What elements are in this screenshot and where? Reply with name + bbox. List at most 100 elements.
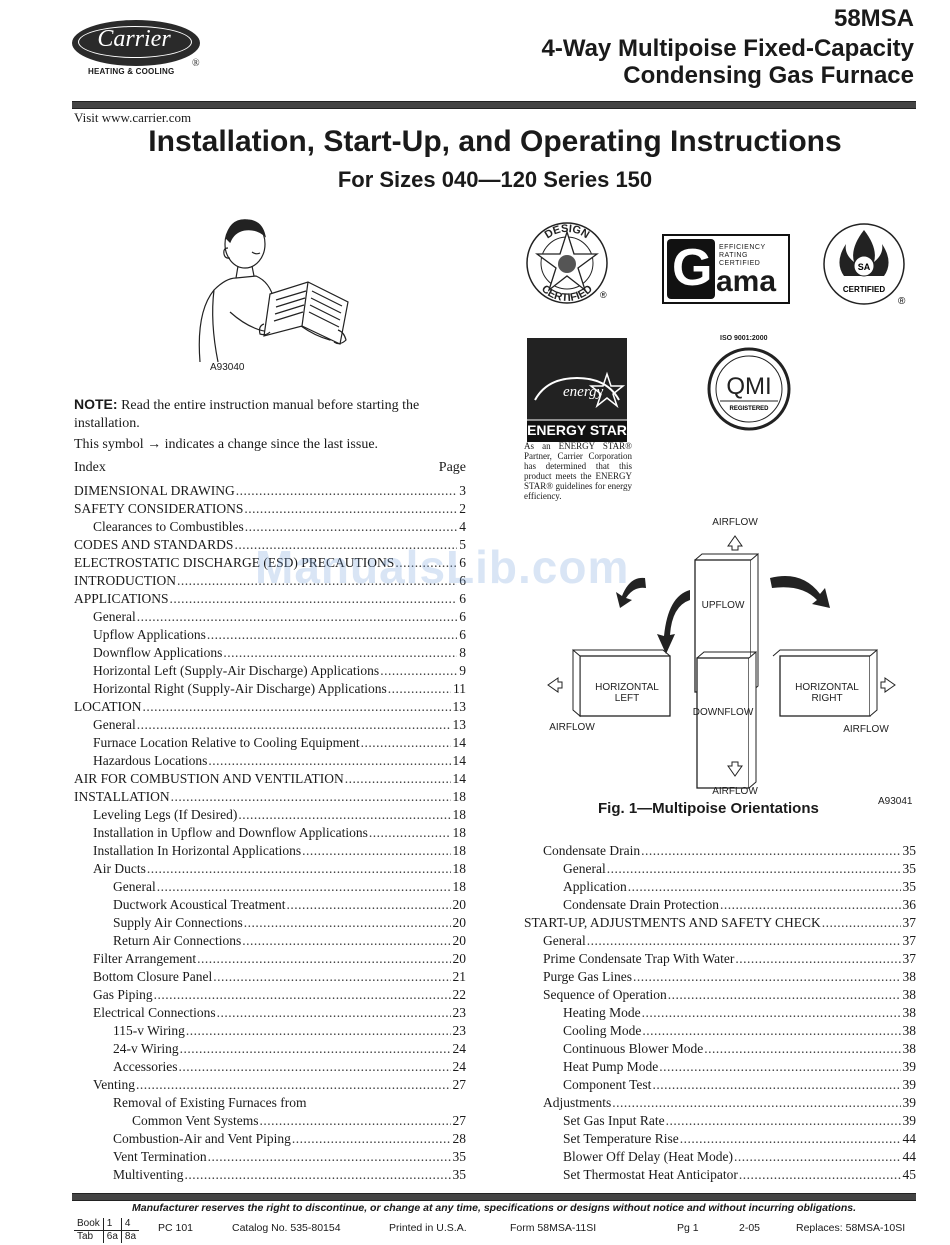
footer-form: Form 58MSA-11SI [510, 1222, 597, 1234]
toc-entry[interactable]: Bottom Closure Panel 21 [74, 968, 466, 986]
logo-brand: Carrier [97, 26, 171, 52]
toc-entry[interactable]: AIR FOR COMBUSTION AND VENTILATION14 [74, 770, 466, 788]
toc-entry[interactable]: Accessories24 [74, 1058, 466, 1076]
toc-entry[interactable]: ELECTROSTATIC DISCHARGE (ESD) PRECAUTION… [74, 554, 466, 572]
toc-entry[interactable]: Adjustments39 [524, 1094, 916, 1112]
toc-entry[interactable]: 115-v Wiring23 [74, 1022, 466, 1040]
toc-entry-title: Bottom Closure Panel [93, 969, 213, 984]
toc-entry-page: 22 [452, 987, 467, 1002]
rotate-left-arrow [616, 577, 646, 608]
model-number: 58MSA [833, 5, 914, 32]
toc-entry[interactable]: Vent Termination 35 [74, 1148, 466, 1166]
toc-entry[interactable]: Set Thermostat Heat Anticipator45 [524, 1166, 916, 1184]
toc-entry[interactable]: Condensate Drain35 [524, 842, 916, 860]
toc-entry[interactable]: Installation in Upflow and Downflow Appl… [74, 824, 466, 842]
website-link[interactable]: Visit www.carrier.com [74, 110, 192, 125]
toc-entry[interactable]: Furnace Location Relative to Cooling Equ… [74, 734, 466, 752]
toc-entry[interactable]: Common Vent Systems27 [74, 1112, 466, 1130]
toc-entry[interactable]: Hazardous Locations14 [74, 752, 466, 770]
toc-entry-title: Heating Mode [563, 1005, 641, 1020]
product-title-line2: Condensing Gas Furnace [623, 62, 914, 89]
toc-entry-page: 13 [452, 717, 467, 732]
toc-entry[interactable]: Set Temperature Rise44 [524, 1130, 916, 1148]
toc-entry[interactable]: Ductwork Acoustical Treatment20 [74, 896, 466, 914]
toc-entry[interactable]: Heat Pump Mode39 [524, 1058, 916, 1076]
toc-entry[interactable]: Horizontal Left (Supply-Air Discharge) A… [74, 662, 466, 680]
toc-dot-leader [233, 536, 457, 554]
toc-entry[interactable]: Combustion-Air and Vent Piping28 [74, 1130, 466, 1148]
figure-code: A93041 [878, 796, 913, 807]
toc-entry[interactable]: SAFETY CONSIDERATIONS2 [74, 500, 466, 518]
toc-entry-page: 28 [452, 1131, 467, 1146]
toc-entry[interactable]: Downflow Applications8 [74, 644, 466, 662]
toc-entry-page: 35 [452, 1149, 467, 1164]
toc-entry-title: AIR FOR COMBUSTION AND VENTILATION [74, 771, 344, 786]
toc-entry[interactable]: Cooling Mode38 [524, 1022, 916, 1040]
toc-entry[interactable]: Application35 [524, 878, 916, 896]
toc-entry[interactable]: Continuous Blower Mode38 [524, 1040, 916, 1058]
toc-entry-title: Condensate Drain Protection [563, 897, 719, 912]
toc-entry-page: 37 [902, 951, 917, 966]
toc-entry[interactable]: Horizontal Right (Supply-Air Discharge) … [74, 680, 466, 698]
toc-dot-leader [821, 914, 901, 932]
toc-entry[interactable]: APPLICATIONS6 [74, 590, 466, 608]
toc-entry-page: 35 [902, 843, 917, 858]
toc-entry[interactable]: Condensate Drain Protection36 [524, 896, 916, 914]
toc-entry-page: 37 [902, 915, 917, 930]
toc-entry[interactable]: INSTALLATION18 [74, 788, 466, 806]
toc-entry-page: 21 [452, 969, 467, 984]
toc-entry[interactable]: INTRODUCTION6 [74, 572, 466, 590]
toc-entry-page: 6 [459, 555, 466, 570]
toc-entry[interactable]: LOCATION13 [74, 698, 466, 716]
toc-dot-leader [291, 1130, 451, 1148]
toc-entry[interactable]: General6 [74, 608, 466, 626]
toc-entry[interactable]: Electrical Connections23 [74, 1004, 466, 1022]
toc-entry-title: General [93, 609, 136, 624]
toc-entry[interactable]: Return Air Connections20 [74, 932, 466, 950]
toc-entry-title: Clearances to Combustibles [93, 519, 244, 534]
toc-dot-leader [153, 986, 451, 1004]
toc-entry-page: 27 [452, 1113, 467, 1128]
toc-entry[interactable]: Sequence of Operation38 [524, 986, 916, 1004]
toc-entry[interactable]: START-UP, ADJUSTMENTS AND SAFETY CHECK 37 [524, 914, 916, 932]
csa-certified-seal: SA CERTIFIED ® [823, 223, 906, 307]
toc-entry[interactable]: Filter Arrangement20 [74, 950, 466, 968]
toc-entry[interactable]: Purge Gas Lines38 [524, 968, 916, 986]
toc-entry[interactable]: General13 [74, 716, 466, 734]
toc-entry-title: Gas Piping [93, 987, 153, 1002]
toc-entry[interactable]: Set Gas Input Rate39 [524, 1112, 916, 1130]
toc-entry[interactable]: Installation In Horizontal Applications1… [74, 842, 466, 860]
toc-entry[interactable]: Blower Off Delay (Heat Mode)44 [524, 1148, 916, 1166]
iso-label: ISO 9001:2000 [720, 335, 768, 342]
toc-dot-leader [136, 608, 458, 626]
toc-entry[interactable]: Heating Mode38 [524, 1004, 916, 1022]
toc-entry[interactable]: DIMENSIONAL DRAWING3 [74, 482, 466, 500]
toc-entry[interactable]: Clearances to Combustibles4 [74, 518, 466, 536]
toc-entry[interactable]: Prime Condensate Trap With Water37 [524, 950, 916, 968]
toc-entry[interactable]: 24-v Wiring24 [74, 1040, 466, 1058]
toc-entry[interactable]: Multiventing35 [74, 1166, 466, 1184]
toc-entry-title: Component Test [563, 1077, 652, 1092]
toc-entry[interactable]: Upflow Applications6 [74, 626, 466, 644]
toc-entry[interactable]: Supply Air Connections20 [74, 914, 466, 932]
toc-entry[interactable]: Component Test39 [524, 1076, 916, 1094]
toc-entry[interactable]: Removal of Existing Furnaces from [74, 1094, 466, 1112]
toc-entry[interactable]: Leveling Legs (If Desired)18 [74, 806, 466, 824]
toc-dot-leader [641, 1022, 900, 1040]
toc-entry-page: 38 [902, 1023, 917, 1038]
toc-entry[interactable]: Gas Piping 22 [74, 986, 466, 1004]
toc-entry[interactable]: Venting27 [74, 1076, 466, 1094]
toc-dot-leader [170, 788, 451, 806]
toc-entry[interactable]: General35 [524, 860, 916, 878]
toc-entry-title: Vent Termination [113, 1149, 207, 1164]
toc-entry-page: 2 [459, 501, 466, 516]
toc-dot-leader [586, 932, 901, 950]
toc-entry[interactable]: General18 [74, 878, 466, 896]
airflow-label-top: AIRFLOW [712, 517, 758, 528]
toc-entry[interactable]: CODES AND STANDARDS5 [74, 536, 466, 554]
toc-entry-title: General [113, 879, 156, 894]
toc-entry[interactable]: General37 [524, 932, 916, 950]
toc-entry-title: START-UP, ADJUSTMENTS AND SAFETY CHECK [524, 915, 821, 930]
toc-entry-title: 24-v Wiring [113, 1041, 179, 1056]
toc-entry[interactable]: Air Ducts18 [74, 860, 466, 878]
